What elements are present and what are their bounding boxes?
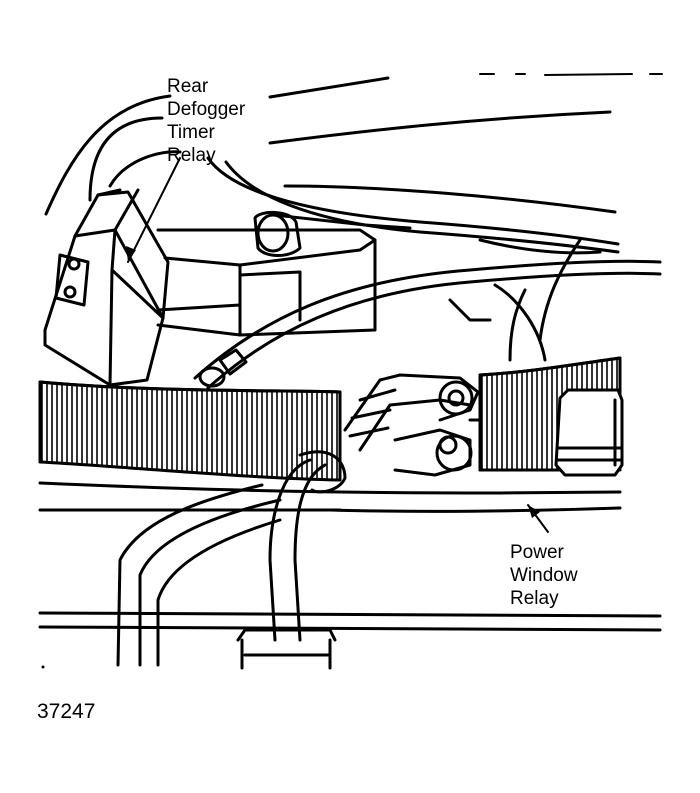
lower-frame <box>38 481 662 632</box>
upper-hoses <box>206 156 620 254</box>
figure-number: 37247 <box>37 700 96 723</box>
rear-defogger-arrowhead <box>126 246 136 262</box>
power-window-arrowhead <box>528 505 540 518</box>
right-fender <box>448 238 602 362</box>
rear-defogger-relay-box <box>43 188 170 387</box>
top-edge-fragments <box>479 73 663 76</box>
label-line: Window <box>510 565 578 586</box>
rear-defogger-timer-relay-label: Rear Defogger Timer Relay <box>167 75 245 167</box>
hood-lines <box>268 76 617 214</box>
label-line: Relay <box>510 588 559 609</box>
label-line: Rear <box>167 76 209 97</box>
power-window-relay-label: Power Window Relay <box>510 541 578 610</box>
label-line: Power <box>510 542 564 563</box>
label-line: Relay <box>167 145 216 166</box>
label-line: Timer <box>167 122 215 143</box>
label-line: Defogger <box>167 99 246 120</box>
rear-defogger-leader-line <box>127 157 181 263</box>
vacuum-hose <box>193 259 662 390</box>
center-bracket-block <box>156 211 377 337</box>
wiring-harness-connector <box>343 373 482 477</box>
main-harness-loom <box>116 450 347 670</box>
small-dot <box>41 665 45 669</box>
left-body-contour <box>44 94 182 216</box>
power-window-relay-box <box>554 388 624 477</box>
firewall-insulation <box>38 356 622 482</box>
